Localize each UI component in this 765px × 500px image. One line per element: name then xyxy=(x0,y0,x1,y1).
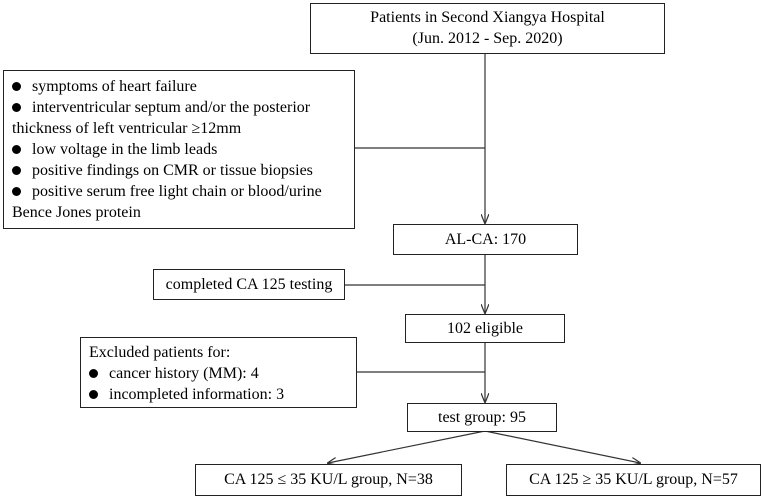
test-group-box: test group: 95 xyxy=(407,403,557,432)
criteria-item: symptoms of heart failure xyxy=(4,76,354,97)
criteria-box: symptoms of heart failure interventricul… xyxy=(3,70,355,229)
source-line-1: Patients in Second Xiangya Hospital xyxy=(370,9,605,26)
excluded-item: cancer history (MM): 4 xyxy=(81,363,356,384)
criteria-item: positive findings on CMR or tissue biops… xyxy=(4,160,354,181)
test-group-label: test group: 95 xyxy=(438,409,526,426)
excluded-title: Excluded patients for: xyxy=(89,344,231,361)
eligible-label: 102 eligible xyxy=(447,320,523,337)
excluded-box: Excluded patients for: cancer history (M… xyxy=(80,337,357,408)
ca125-testing-box: completed CA 125 testing xyxy=(153,269,345,300)
alca-box: AL-CA: 170 xyxy=(393,224,578,255)
bullet-icon xyxy=(12,82,21,91)
arrow-to-high-group xyxy=(484,430,640,463)
excluded-item: incompleted information: 3 xyxy=(81,384,356,405)
bullet-icon xyxy=(89,369,98,378)
low-group-box: CA 125 ≤ 35 KU/L group, N=38 xyxy=(195,464,462,496)
source-box: Patients in Second Xiangya Hospital (Jun… xyxy=(310,3,665,54)
alca-label: AL-CA: 170 xyxy=(444,231,527,248)
criteria-item: positive serum free light chain or blood… xyxy=(12,183,322,221)
bullet-icon xyxy=(12,166,21,175)
bullet-icon xyxy=(89,390,98,399)
bullet-icon xyxy=(12,145,21,154)
bullet-icon xyxy=(12,103,21,112)
source-line-2: (Jun. 2012 - Sep. 2020) xyxy=(412,30,563,47)
bullet-icon xyxy=(12,187,21,196)
low-group-label: CA 125 ≤ 35 KU/L group, N=38 xyxy=(224,471,433,488)
arrow-to-low-group xyxy=(328,430,486,463)
high-group-label: CA 125 ≥ 35 KU/L group, N=57 xyxy=(529,471,738,488)
criteria-item: low voltage in the limb leads xyxy=(4,139,354,160)
criteria-item: interventricular septum and/or the poste… xyxy=(12,99,311,137)
ca125-testing-label: completed CA 125 testing xyxy=(165,276,333,293)
high-group-box: CA 125 ≥ 35 KU/L group, N=57 xyxy=(506,464,761,496)
eligible-box: 102 eligible xyxy=(405,314,565,343)
